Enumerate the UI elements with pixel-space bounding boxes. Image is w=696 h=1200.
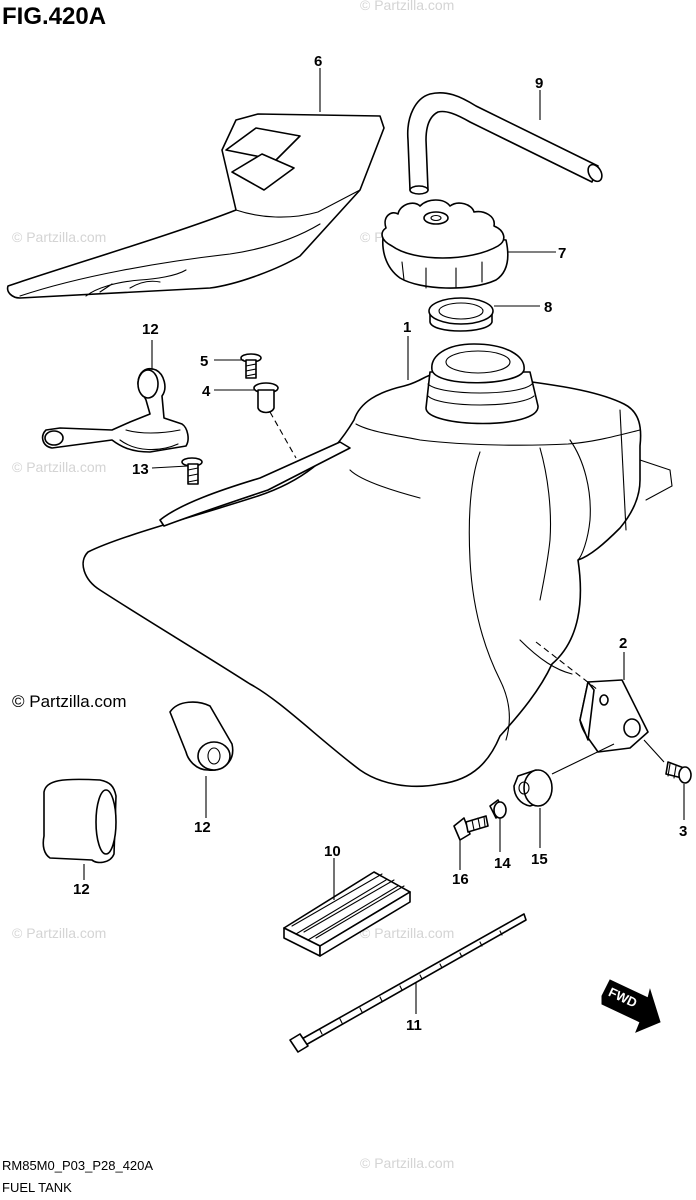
callout-4[interactable]: 4 bbox=[202, 383, 211, 400]
part-12-cushion-upper[interactable] bbox=[169, 701, 234, 771]
watermark: © Partzilla.com bbox=[360, 1155, 454, 1171]
assembly-line bbox=[535, 641, 599, 691]
callout-5[interactable]: 5 bbox=[200, 353, 208, 370]
part-5-screw[interactable] bbox=[240, 353, 262, 379]
fwd-arrow: FWD bbox=[601, 979, 661, 1033]
callout-3[interactable]: 3 bbox=[679, 823, 687, 840]
part-3-bolt[interactable] bbox=[665, 761, 692, 784]
callout-12[interactable]: 12 bbox=[73, 881, 90, 898]
part-10-pad[interactable] bbox=[283, 871, 411, 957]
callout-10[interactable]: 10 bbox=[324, 843, 341, 860]
callout-15[interactable]: 14 bbox=[494, 855, 511, 872]
watermark: © Partzilla.com bbox=[12, 229, 106, 245]
part-7-fuel-cap[interactable] bbox=[381, 199, 509, 289]
callout-13[interactable]: 12 bbox=[142, 321, 159, 338]
part-9-breather-hose[interactable] bbox=[406, 91, 605, 195]
callout-6[interactable]: 6 bbox=[314, 53, 322, 70]
part-4-grommet[interactable] bbox=[253, 382, 279, 414]
callouts: 6 9 7 8 1 12 5 4 13 2 3 12 12 10 14 15 1… bbox=[73, 53, 687, 1034]
callout-14[interactable]: 13 bbox=[132, 461, 149, 478]
callout-1[interactable]: 1 bbox=[403, 319, 411, 336]
callout-17[interactable]: 16 bbox=[452, 871, 469, 888]
callout-7[interactable]: 7 bbox=[558, 245, 566, 262]
part-1-fuel-tank[interactable] bbox=[82, 343, 673, 788]
callout-16[interactable]: 15 bbox=[531, 851, 548, 868]
part-13-bracket[interactable] bbox=[41, 368, 189, 453]
part-17-bolt[interactable] bbox=[453, 815, 489, 841]
figure-title: FIG.420A bbox=[2, 3, 106, 30]
watermark: © Partzilla.com bbox=[12, 925, 106, 941]
callout-8[interactable]: 8 bbox=[544, 299, 552, 316]
part-11-cable-tie[interactable] bbox=[289, 913, 527, 1053]
assembly-line bbox=[643, 739, 665, 763]
copyright-text: © Partzilla.com bbox=[12, 692, 127, 711]
part-16-damper[interactable] bbox=[513, 769, 553, 807]
callout-9[interactable]: 9 bbox=[535, 75, 543, 92]
diagram-code: RM85M0_P03_P28_420A bbox=[2, 1158, 153, 1173]
callout-12[interactable]: 12 bbox=[194, 819, 211, 836]
part-15-collar[interactable] bbox=[489, 799, 507, 819]
callout-2[interactable]: 2 bbox=[619, 635, 627, 652]
part-8-cap-gasket[interactable] bbox=[428, 297, 494, 332]
leader-lines bbox=[83, 68, 685, 1014]
part-6-tank-cover[interactable] bbox=[6, 113, 385, 299]
watermark: © Partzilla.com bbox=[12, 459, 106, 475]
diagram-caption: FUEL TANK bbox=[2, 1180, 72, 1195]
part-14-screw[interactable] bbox=[181, 457, 203, 485]
assembly-line bbox=[269, 411, 297, 459]
callout-11[interactable]: 11 bbox=[406, 1017, 422, 1034]
watermark: © Partzilla.com bbox=[360, 0, 454, 13]
watermark: © Partzilla.com bbox=[360, 925, 454, 941]
part-2-rear-bracket[interactable] bbox=[579, 679, 649, 753]
assembly-line bbox=[551, 743, 615, 775]
part-12-cushion-lower[interactable] bbox=[42, 778, 117, 864]
